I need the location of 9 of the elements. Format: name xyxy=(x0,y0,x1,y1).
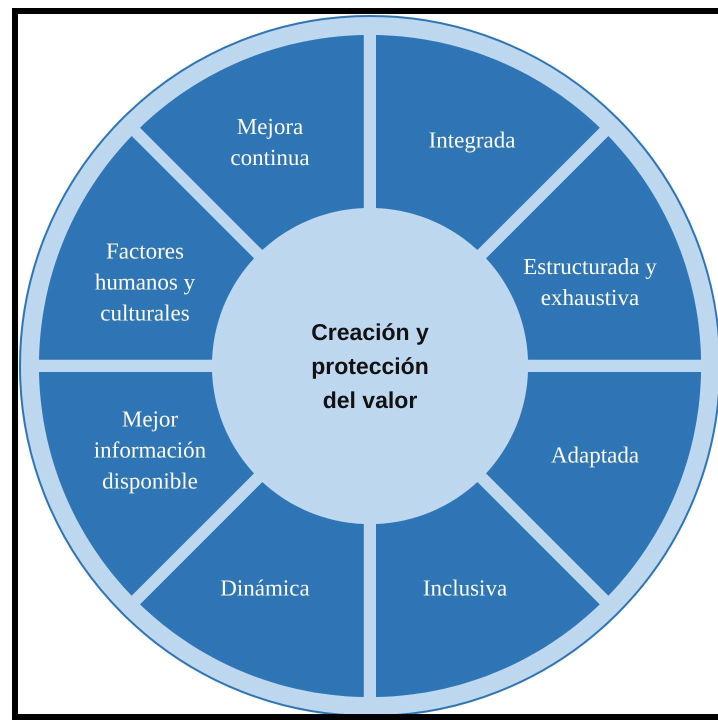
segment-label: Mejora continua xyxy=(229,112,311,172)
segment-label: Mejor información disponible xyxy=(92,406,208,496)
center-label: Creación y protección del valor xyxy=(310,318,430,415)
segment-label: Estructurada y exhaustiva xyxy=(522,252,658,312)
segment-label: Adaptada xyxy=(550,442,640,470)
segment-label: Dinámica xyxy=(219,574,311,602)
segment-label: Inclusiva xyxy=(422,574,508,602)
segment-label: Integrada xyxy=(428,126,516,154)
segment-label: Factores humanos y culturales xyxy=(94,237,196,328)
